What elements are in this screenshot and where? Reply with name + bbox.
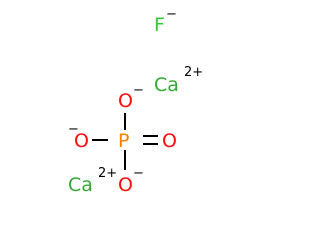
oxygen-bottom-charge: − [133, 166, 144, 181]
oxygen-left-symbol: O [74, 130, 89, 152]
oxygen-bottom-symbol: O [118, 174, 133, 196]
calcium-ion-top: Ca 2+ [154, 65, 203, 96]
oxygen-bottom-atom: O − [118, 166, 144, 196]
calcium-bottom-symbol: Ca [68, 174, 93, 196]
oxygen-top-atom: O − [118, 83, 144, 112]
fluoride-charge: − [166, 7, 177, 22]
oxygen-top-symbol: O [118, 90, 133, 112]
phosphorus-atom: P [118, 130, 129, 152]
fluoride-symbol: F [154, 14, 165, 36]
calcium-top-symbol: Ca [154, 74, 179, 96]
calcium-top-charge: 2+ [184, 65, 203, 80]
oxygen-left-charge: − [68, 122, 79, 137]
bonds [92, 113, 158, 170]
calcium-ion-bottom: Ca 2+ [68, 166, 117, 196]
calcium-bottom-charge: 2+ [98, 166, 117, 181]
structure-diagram: F − Ca 2+ O − O − P O Ca 2+ [68, 7, 204, 196]
phosphorus-symbol: P [118, 130, 129, 152]
oxygen-right-atom: O [162, 130, 177, 152]
oxygen-top-charge: − [133, 83, 144, 98]
oxygen-right-symbol: O [162, 130, 177, 152]
molecule-svg: F − Ca 2+ O − O − P O Ca 2+ [68, 7, 203, 196]
fluoride-ion: F − [154, 7, 177, 36]
oxygen-left-atom: O − [68, 122, 89, 152]
